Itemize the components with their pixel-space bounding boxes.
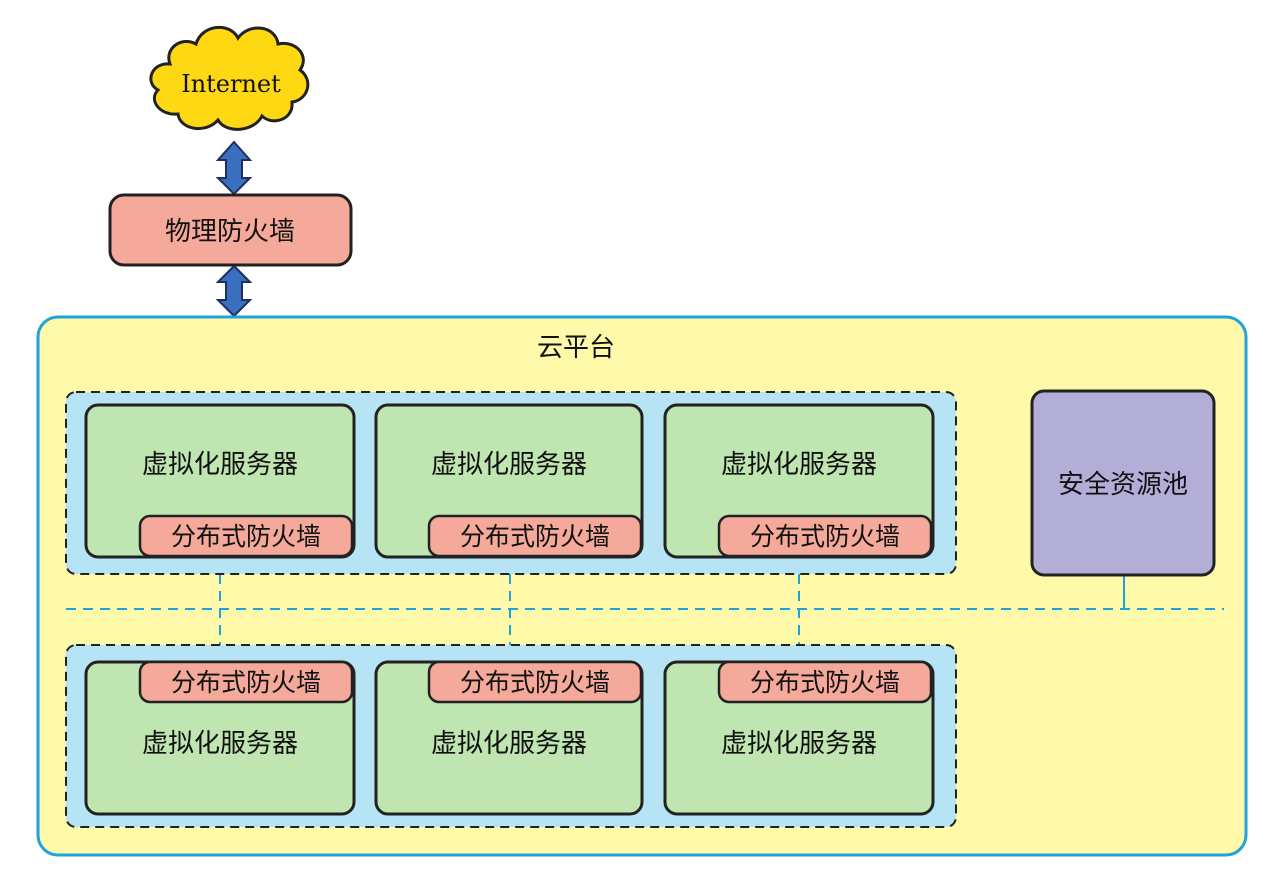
distributed-firewall-box xyxy=(138,514,354,558)
distributed-firewall-label: 分布式防火墙 xyxy=(750,668,900,697)
distributed-firewall-box xyxy=(138,660,354,704)
security-resource-pool: 安全资源池 xyxy=(1030,389,1216,577)
server-label: 虚拟化服务器 xyxy=(142,450,298,480)
distributed-firewall-box xyxy=(427,660,643,704)
cloud-platform-title: 云平台 xyxy=(537,333,615,363)
server-bottom-1: 分布式防火墙 虚拟化服务器 xyxy=(84,660,356,816)
physical-firewall-label: 物理防火墙 xyxy=(165,217,295,247)
distributed-firewall-label: 分布式防火墙 xyxy=(460,668,610,697)
distributed-firewall-box xyxy=(427,514,643,558)
internet-cloud: Internet xyxy=(149,25,310,131)
server-label: 虚拟化服务器 xyxy=(431,450,587,480)
server-label: 虚拟化服务器 xyxy=(721,450,877,480)
server-bottom-2: 分布式防火墙 虚拟化服务器 xyxy=(374,660,644,816)
distributed-firewall-label: 分布式防火墙 xyxy=(460,522,610,551)
server-label: 虚拟化服务器 xyxy=(431,729,587,759)
physical-firewall-box xyxy=(108,193,353,267)
server-top-2: 虚拟化服务器 分布式防火墙 xyxy=(374,403,644,559)
distributed-firewall-box xyxy=(717,660,933,704)
server-bottom-3: 分布式防火墙 虚拟化服务器 xyxy=(663,660,935,816)
distributed-firewall-box xyxy=(717,514,933,558)
cloud-shape xyxy=(149,25,310,131)
server-top-3: 虚拟化服务器 分布式防火墙 xyxy=(663,403,935,559)
distributed-firewall-label: 分布式防火墙 xyxy=(750,522,900,551)
security-pool-label: 安全资源池 xyxy=(1058,470,1188,500)
distributed-firewall-label: 分布式防火墙 xyxy=(171,522,321,551)
server-group-bottom: 分布式防火墙 虚拟化服务器 分布式防火墙 虚拟化服务器 分布式防火墙 虚拟化服务… xyxy=(65,644,957,828)
double-arrow-top xyxy=(215,140,253,196)
distributed-firewall-label: 分布式防火墙 xyxy=(171,668,321,697)
server-group-top: 虚拟化服务器 分布式防火墙 虚拟化服务器 分布式防火墙 虚拟化服务器 分布式防火… xyxy=(65,391,957,575)
internet-label: Internet xyxy=(181,70,281,98)
server-label: 虚拟化服务器 xyxy=(721,729,877,759)
server-top-1: 虚拟化服务器 分布式防火墙 xyxy=(84,403,356,559)
server-label: 虚拟化服务器 xyxy=(142,729,298,759)
double-arrow-bottom xyxy=(215,264,253,318)
physical-firewall-node: 物理防火墙 xyxy=(108,193,353,267)
security-pool-box xyxy=(1030,389,1216,577)
